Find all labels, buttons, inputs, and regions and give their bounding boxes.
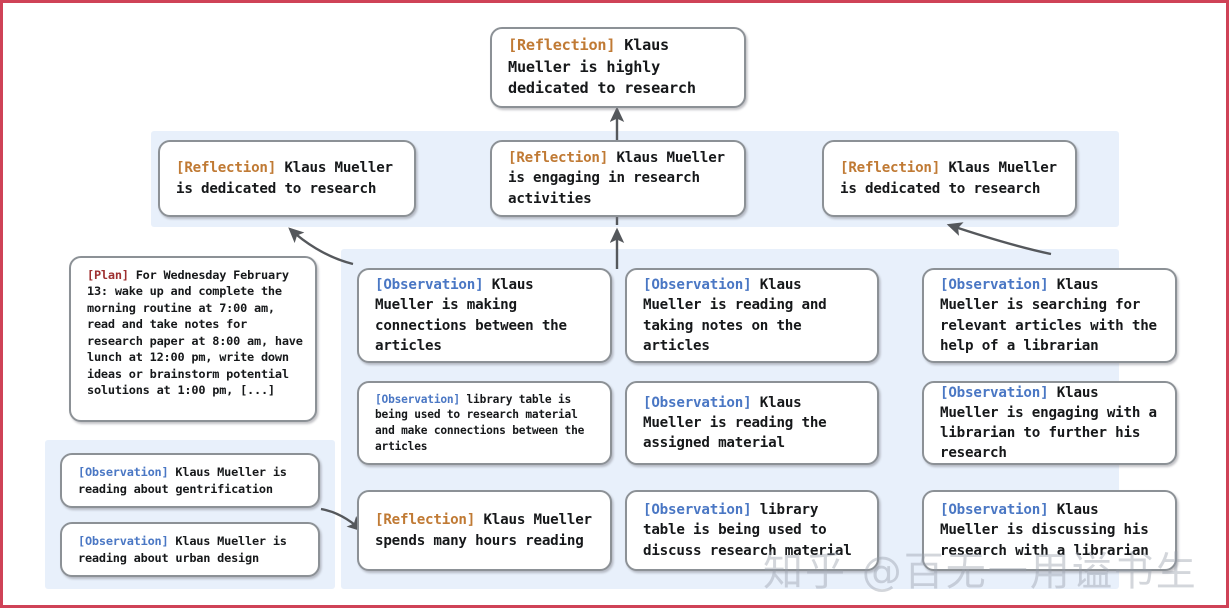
node-text: [Reflection] Klaus Mueller is engaging i…	[508, 148, 732, 208]
node-tag: [Reflection]	[508, 150, 609, 167]
node-root-reflection[interactable]: [Reflection] Klaus Mueller is highly ded…	[490, 27, 746, 108]
node-text: [Reflection] Klaus Mueller is dedicated …	[176, 158, 402, 198]
node-text: [Observation] Klaus Mueller is engaging …	[940, 383, 1163, 464]
node-body: library table is being used to discuss r…	[643, 502, 852, 559]
node-body: Klaus Mueller is dedicated to research	[176, 160, 402, 197]
node-tag: [Observation]	[643, 394, 752, 411]
node-tag: [Observation]	[940, 384, 1049, 401]
node-col3-observation-engaging-librarian[interactable]: [Observation] Klaus Mueller is engaging …	[922, 381, 1177, 465]
node-text: [Observation] Klaus Mueller is reading a…	[643, 275, 865, 356]
node-text: [Observation] Klaus Mueller is reading a…	[78, 464, 306, 497]
node-body: Klaus Mueller is highly dedicated to res…	[508, 36, 696, 98]
node-body: Klaus Mueller is making connections betw…	[375, 277, 576, 354]
node-bottomleft-observation-urban-design[interactable]: [Observation] Klaus Mueller is reading a…	[60, 522, 320, 577]
node-tag: [Reflection]	[176, 160, 277, 177]
node-body: Klaus Mueller is dedicated to research	[840, 160, 1066, 197]
node-tag: [Observation]	[940, 277, 1049, 294]
node-body: Klaus Mueller is engaging with a librari…	[940, 384, 1166, 462]
node-body: Klaus Mueller is searching for relevant …	[940, 277, 1166, 354]
node-body: Klaus Mueller is reading about urban des…	[78, 534, 294, 565]
node-text: [Reflection] Klaus Mueller is highly ded…	[508, 35, 732, 100]
node-text: [Observation] library table is being use…	[375, 392, 598, 455]
node-body: Klaus Mueller is discussing his research…	[940, 502, 1157, 559]
node-tag: [Observation]	[78, 534, 169, 549]
node-reflection-left[interactable]: [Reflection] Klaus Mueller is dedicated …	[158, 140, 416, 217]
node-text: [Reflection] Klaus Mueller is dedicated …	[840, 158, 1063, 198]
node-col3-observation-discussing-research[interactable]: [Observation] Klaus Mueller is discussin…	[922, 490, 1177, 571]
node-tag: [Observation]	[643, 277, 752, 294]
node-body: Klaus Mueller is engaging in research ac…	[508, 150, 734, 207]
node-reflection-center[interactable]: [Reflection] Klaus Mueller is engaging i…	[490, 140, 746, 217]
node-col1-observation-connections[interactable]: [Observation] Klaus Mueller is making co…	[357, 268, 612, 363]
node-bottomleft-observation-gentrification[interactable]: [Observation] Klaus Mueller is reading a…	[60, 453, 320, 508]
node-plan[interactable]: [Plan] For Wednesday February 13: wake u…	[69, 256, 317, 422]
node-col2-observation-assigned-material[interactable]: [Observation] Klaus Mueller is reading t…	[625, 381, 879, 465]
node-tag: [Reflection]	[840, 160, 941, 177]
node-text: [Observation] library table is being use…	[643, 500, 865, 560]
node-text: [Observation] Klaus Mueller is searching…	[940, 275, 1163, 356]
node-text: [Reflection] Klaus Mueller spends many h…	[375, 510, 598, 550]
node-body: Klaus Mueller is reading and taking note…	[643, 277, 835, 354]
node-body: library table is being used to research …	[375, 392, 591, 453]
node-tag: [Observation]	[375, 277, 484, 294]
node-body: Klaus Mueller is reading about gentrific…	[78, 465, 294, 496]
node-tag: [Observation]	[940, 502, 1049, 519]
node-col1-observation-library-table[interactable]: [Observation] library table is being use…	[357, 381, 612, 465]
node-tag: [Observation]	[375, 392, 460, 406]
node-col3-observation-searching-articles[interactable]: [Observation] Klaus Mueller is searching…	[922, 268, 1177, 363]
node-text: [Observation] Klaus Mueller is reading a…	[78, 533, 306, 566]
node-body: Klaus Mueller is reading the assigned ma…	[643, 394, 835, 452]
node-text: [Observation] Klaus Mueller is making co…	[375, 275, 598, 356]
node-text: [Observation] Klaus Mueller is reading t…	[643, 393, 865, 453]
node-tag: [Observation]	[643, 502, 752, 519]
node-text: [Observation] Klaus Mueller is discussin…	[940, 500, 1163, 560]
node-tag: [Observation]	[78, 465, 169, 480]
node-text: [Plan] For Wednesday February 13: wake u…	[87, 267, 303, 398]
node-tag: [Reflection]	[508, 36, 616, 55]
node-body: For Wednesday February 13: wake up and c…	[87, 268, 310, 397]
node-col2-observation-discuss-material[interactable]: [Observation] library table is being use…	[625, 490, 879, 571]
node-reflection-right[interactable]: [Reflection] Klaus Mueller is dedicated …	[822, 140, 1077, 217]
node-tag: [Plan]	[87, 268, 129, 282]
node-body: Klaus Mueller spends many hours reading	[375, 512, 601, 549]
node-col2-observation-reading-notes[interactable]: [Observation] Klaus Mueller is reading a…	[625, 268, 879, 363]
node-tag: [Reflection]	[375, 512, 476, 529]
node-col1-reflection-hours-reading[interactable]: [Reflection] Klaus Mueller spends many h…	[357, 490, 612, 571]
